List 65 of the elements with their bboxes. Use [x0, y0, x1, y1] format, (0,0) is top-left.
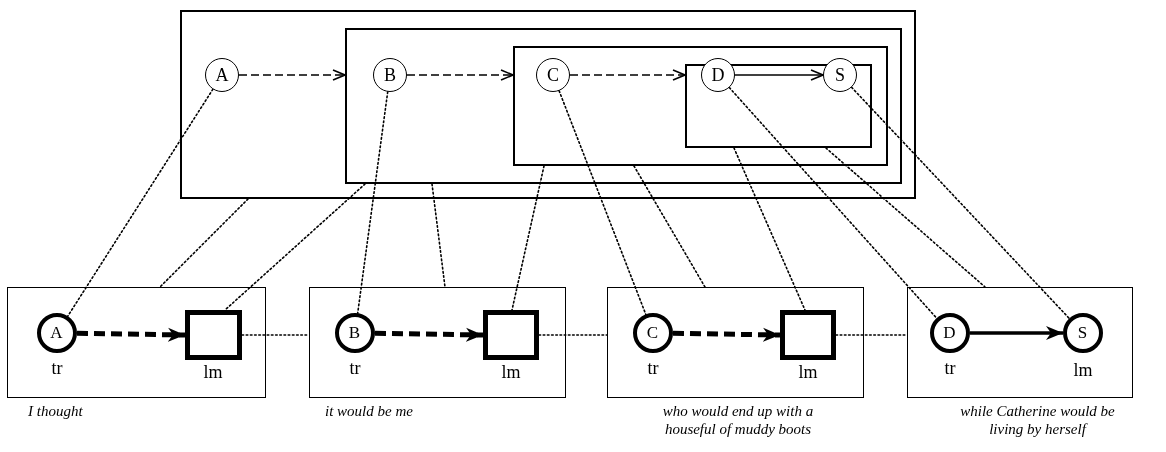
- role-label: lm: [1072, 360, 1094, 382]
- arrow: [569, 69, 686, 81]
- role-label: tr: [50, 358, 64, 380]
- dotted-link: [558, 90, 647, 316]
- arrow: [672, 327, 781, 342]
- sentence-caption: who would end up with a houseful of muddy boots: [661, 402, 815, 438]
- sentence-caption: it would be me: [325, 402, 414, 420]
- circle-node: [1062, 312, 1103, 353]
- node-letter: C: [646, 324, 659, 341]
- node-letter: S: [1077, 324, 1088, 341]
- role-label: tr: [646, 358, 660, 380]
- dotted-link: [850, 86, 1071, 320]
- dotted-link: [538, 334, 608, 336]
- role-label: lm: [202, 362, 224, 384]
- circle-node: [701, 58, 735, 92]
- circle-node: [929, 312, 970, 353]
- role-label: tr: [943, 358, 957, 380]
- arrow: [406, 69, 514, 81]
- dotted-link: [67, 88, 214, 317]
- frame-box: [345, 28, 902, 184]
- sentence-caption: I thought: [28, 402, 84, 420]
- dotted-link: [633, 165, 706, 288]
- node-letter: A: [50, 324, 63, 341]
- role-label: lm: [797, 362, 819, 384]
- dotted-link: [511, 165, 545, 311]
- arrow: [76, 327, 186, 342]
- arrow: [374, 327, 484, 342]
- circle-node: [632, 312, 673, 353]
- node-letter: B: [348, 324, 361, 341]
- node-letter: B: [384, 66, 396, 84]
- dotted-link: [159, 198, 249, 288]
- node-letter: D: [943, 324, 956, 341]
- node-letter: C: [547, 66, 559, 84]
- dotted-link: [356, 91, 389, 314]
- arrow: [734, 69, 824, 81]
- circle-node: [205, 58, 239, 92]
- circle-node: [373, 58, 407, 92]
- dotted-link: [825, 147, 986, 288]
- frame-box: [7, 287, 266, 398]
- frame-box: [309, 287, 566, 398]
- dotted-link: [733, 147, 806, 311]
- circle-node: [536, 58, 570, 92]
- circle-node: [823, 58, 857, 92]
- square-node: [184, 309, 242, 360]
- dotted-link: [241, 334, 310, 336]
- frame-box: [180, 10, 916, 199]
- square-node: [482, 309, 539, 360]
- frame-box: [607, 287, 864, 398]
- arrow: [970, 326, 1063, 340]
- square-node: [779, 309, 836, 360]
- node-letter: D: [711, 66, 725, 84]
- dotted-link: [728, 86, 938, 319]
- circle-node: [334, 312, 375, 353]
- circle-node: [36, 312, 77, 353]
- arrow: [238, 69, 346, 81]
- node-letter: A: [215, 66, 229, 84]
- dotted-link: [431, 183, 446, 288]
- role-label: tr: [348, 358, 362, 380]
- role-label: lm: [500, 362, 522, 384]
- frame-box: [513, 46, 888, 166]
- dotted-link: [224, 183, 366, 311]
- dotted-link: [835, 334, 908, 336]
- frame-box: [907, 287, 1133, 398]
- sentence-caption: while Catherine would be living by herself: [959, 402, 1116, 438]
- node-letter: S: [835, 66, 845, 84]
